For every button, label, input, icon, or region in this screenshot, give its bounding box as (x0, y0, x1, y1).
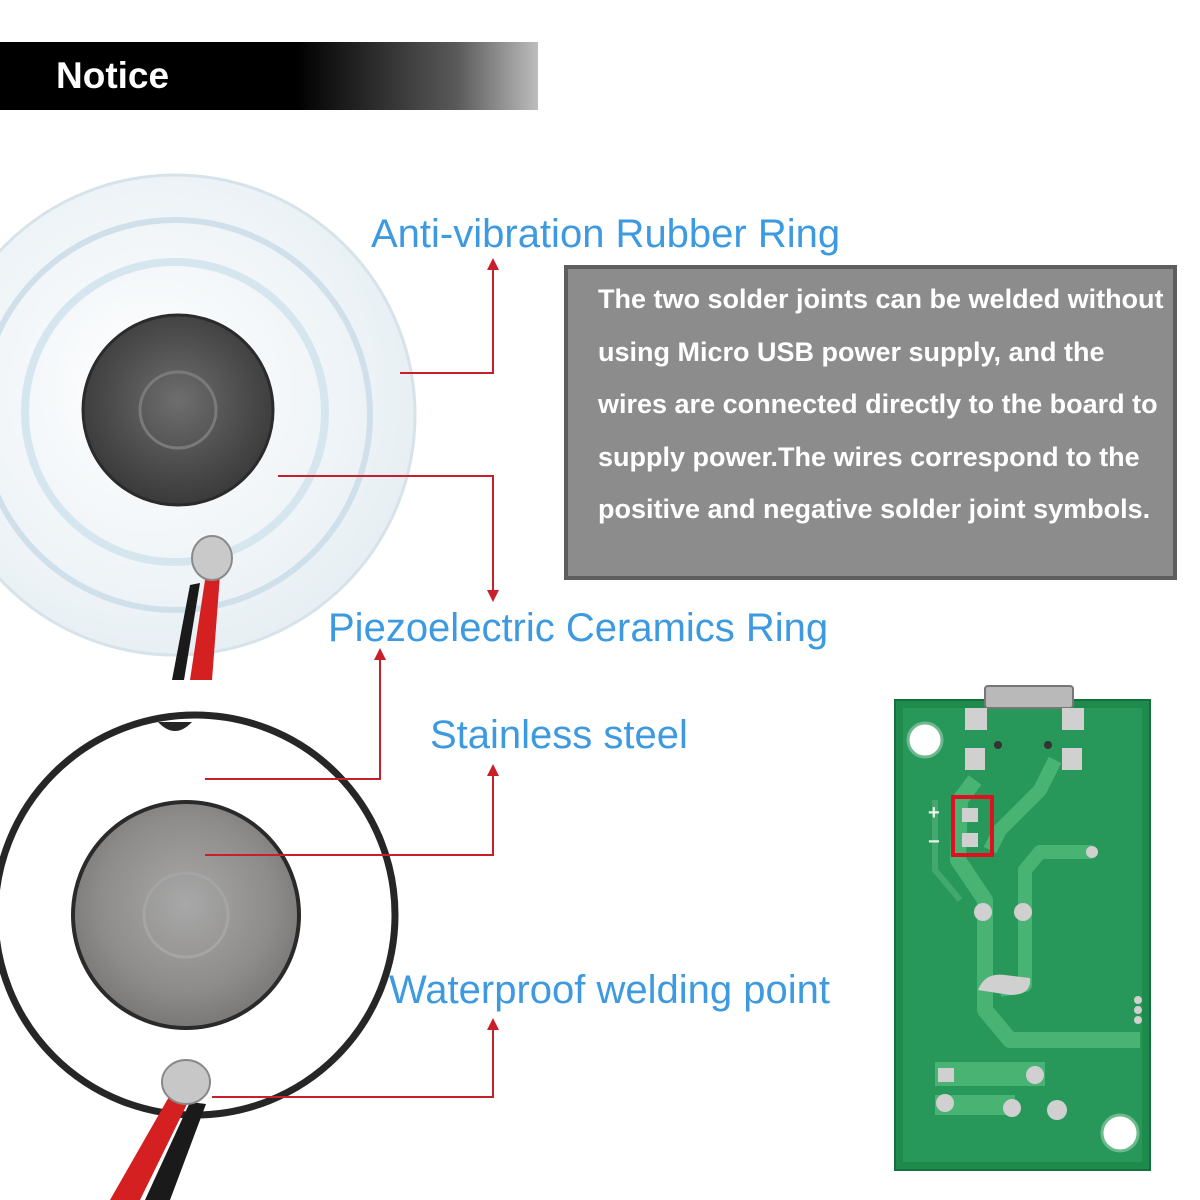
rubber-ring-transducer (0, 173, 417, 680)
pointer-stainless (205, 764, 499, 856)
stainless-steel-transducer (0, 711, 399, 1200)
label-anti-vibration-rubber-ring: Anti-vibration Rubber Ring (371, 212, 841, 256)
label-stainless-steel: Stainless steel (430, 713, 688, 757)
notice-title: Notice (56, 55, 170, 96)
label-waterproof-welding-point: Waterproof welding point (389, 968, 830, 1012)
pointer-piezo-up (205, 648, 386, 780)
label-piezoelectric-ceramics-ring: Piezoelectric Ceramics Ring (328, 606, 829, 650)
pointer-piezo-down (278, 475, 499, 602)
pointer-anti-vibration (400, 258, 499, 374)
notice-text: The two solder joints can be welded with… (598, 284, 1164, 524)
pointer-waterproof (212, 1018, 499, 1098)
notice-text-box: The two solder joints can be welded with… (564, 265, 1177, 580)
pcb-minus-symbol: − (928, 831, 940, 853)
notice-banner: Notice (0, 42, 538, 110)
pcb-board (894, 685, 1151, 1171)
pcb-plus-symbol: + (928, 802, 940, 824)
